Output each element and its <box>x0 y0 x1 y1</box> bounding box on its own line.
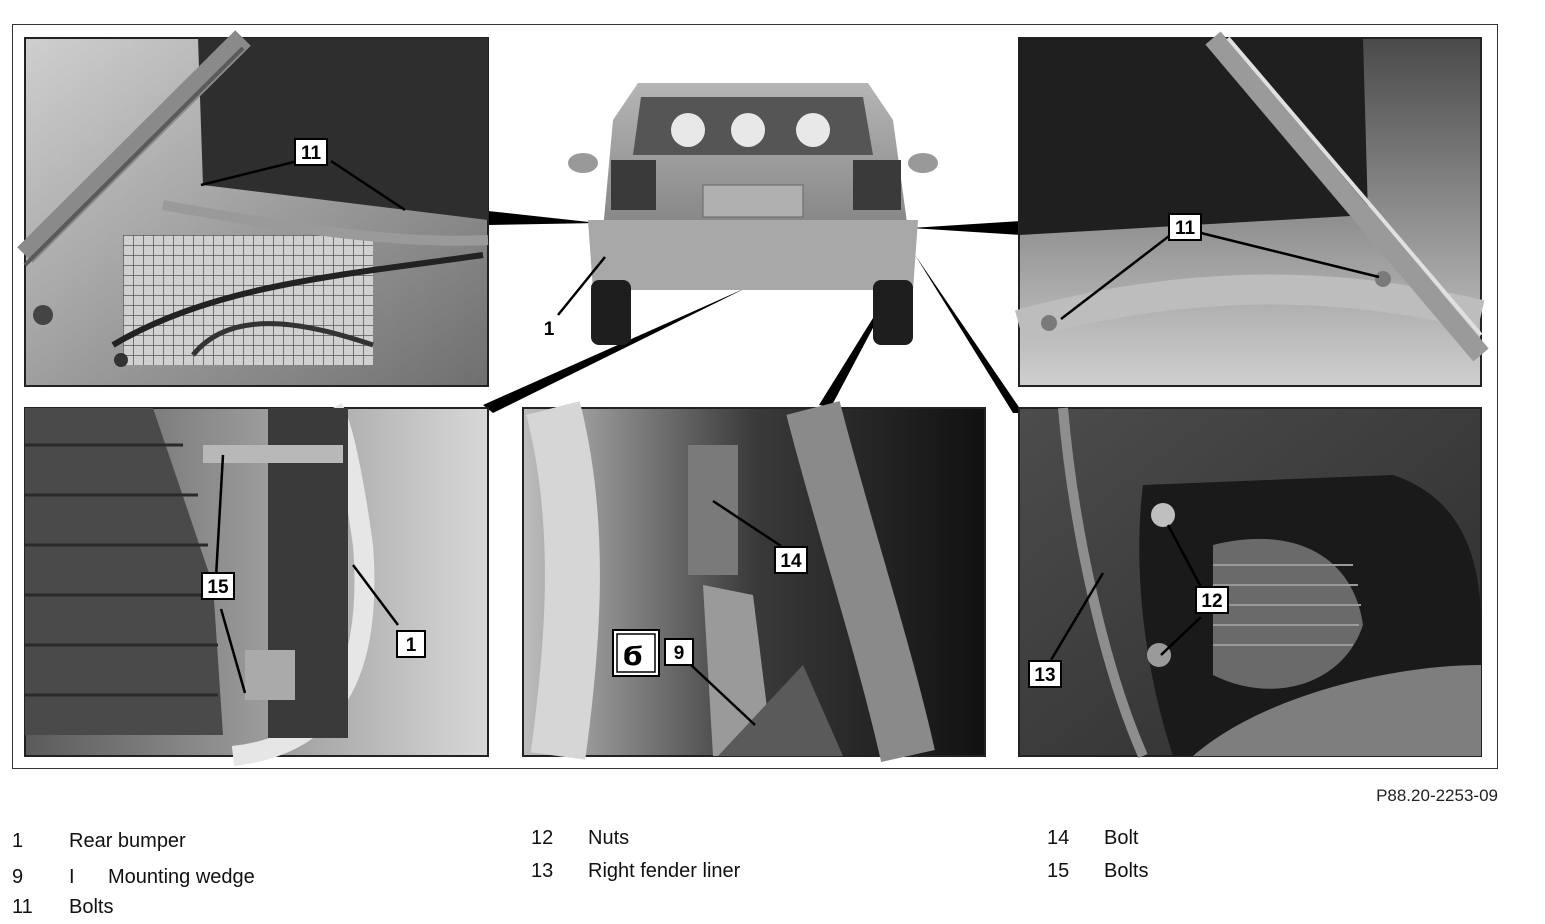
callout-center-1: 1 <box>544 319 555 340</box>
legend-label: Rear bumper <box>69 830 186 852</box>
legend-number: 12 <box>531 827 554 849</box>
photo-bottom-left <box>24 402 489 766</box>
callout-tl-11: 11 <box>294 138 328 166</box>
svg-text:1: 1 <box>406 635 417 656</box>
car-rear-view <box>568 83 938 345</box>
callout-bl-1: 1 <box>396 630 426 658</box>
legend-label: Mounting wedge <box>108 866 255 888</box>
legend-label: Nuts <box>588 827 630 849</box>
svg-text:14: 14 <box>780 551 802 572</box>
wedge-bottom-left <box>483 287 748 413</box>
callout-br-12: 12 <box>1195 586 1229 614</box>
svg-text:9: 9 <box>674 643 685 664</box>
leader-lines <box>200 159 1380 726</box>
legend-number: 14 <box>1047 827 1070 849</box>
legend-number: 13 <box>531 860 554 882</box>
photo-top-right <box>1014 31 1489 387</box>
svg-text:1: 1 <box>544 319 555 340</box>
photo-bottom-center: Ϭ <box>522 401 986 763</box>
legend-mark: I <box>69 866 75 888</box>
legend-label: Bolt <box>1104 827 1139 849</box>
legend-number: 15 <box>1047 860 1070 882</box>
legend-number: 11 <box>12 896 33 918</box>
diagram-illustration: Ϭ <box>17 30 1489 766</box>
photo-bottom-right <box>1018 407 1482 759</box>
callout-br-13: 13 <box>1028 660 1062 688</box>
figure-code: P88.20-2253-09 <box>1376 786 1498 805</box>
diagram-figure: Ϭ <box>12 24 1498 769</box>
svg-text:13: 13 <box>1034 665 1055 686</box>
callout-tr-11: 11 <box>1168 213 1202 241</box>
legend-label: Bolts <box>69 896 114 918</box>
wedge-bottom-right <box>915 255 1023 413</box>
callout-bl-15: 15 <box>201 572 235 600</box>
legend-label: Right fender liner <box>588 860 741 882</box>
svg-text:11: 11 <box>301 143 322 164</box>
legend-label: Bolts <box>1104 860 1149 882</box>
wedge-top-left <box>488 211 598 225</box>
wedge-top-right <box>911 221 1021 235</box>
svg-text:12: 12 <box>1201 591 1222 612</box>
legend-number: 9 <box>12 866 24 888</box>
callout-bc-14: 14 <box>774 546 808 574</box>
callout-bc-9: 9 <box>664 638 694 666</box>
tightening-torque-icon: Ϭ <box>623 642 643 672</box>
svg-text:11: 11 <box>1175 218 1196 239</box>
legend-number: 1 <box>12 830 24 852</box>
photo-top-left <box>17 30 489 387</box>
svg-text:15: 15 <box>207 577 229 598</box>
